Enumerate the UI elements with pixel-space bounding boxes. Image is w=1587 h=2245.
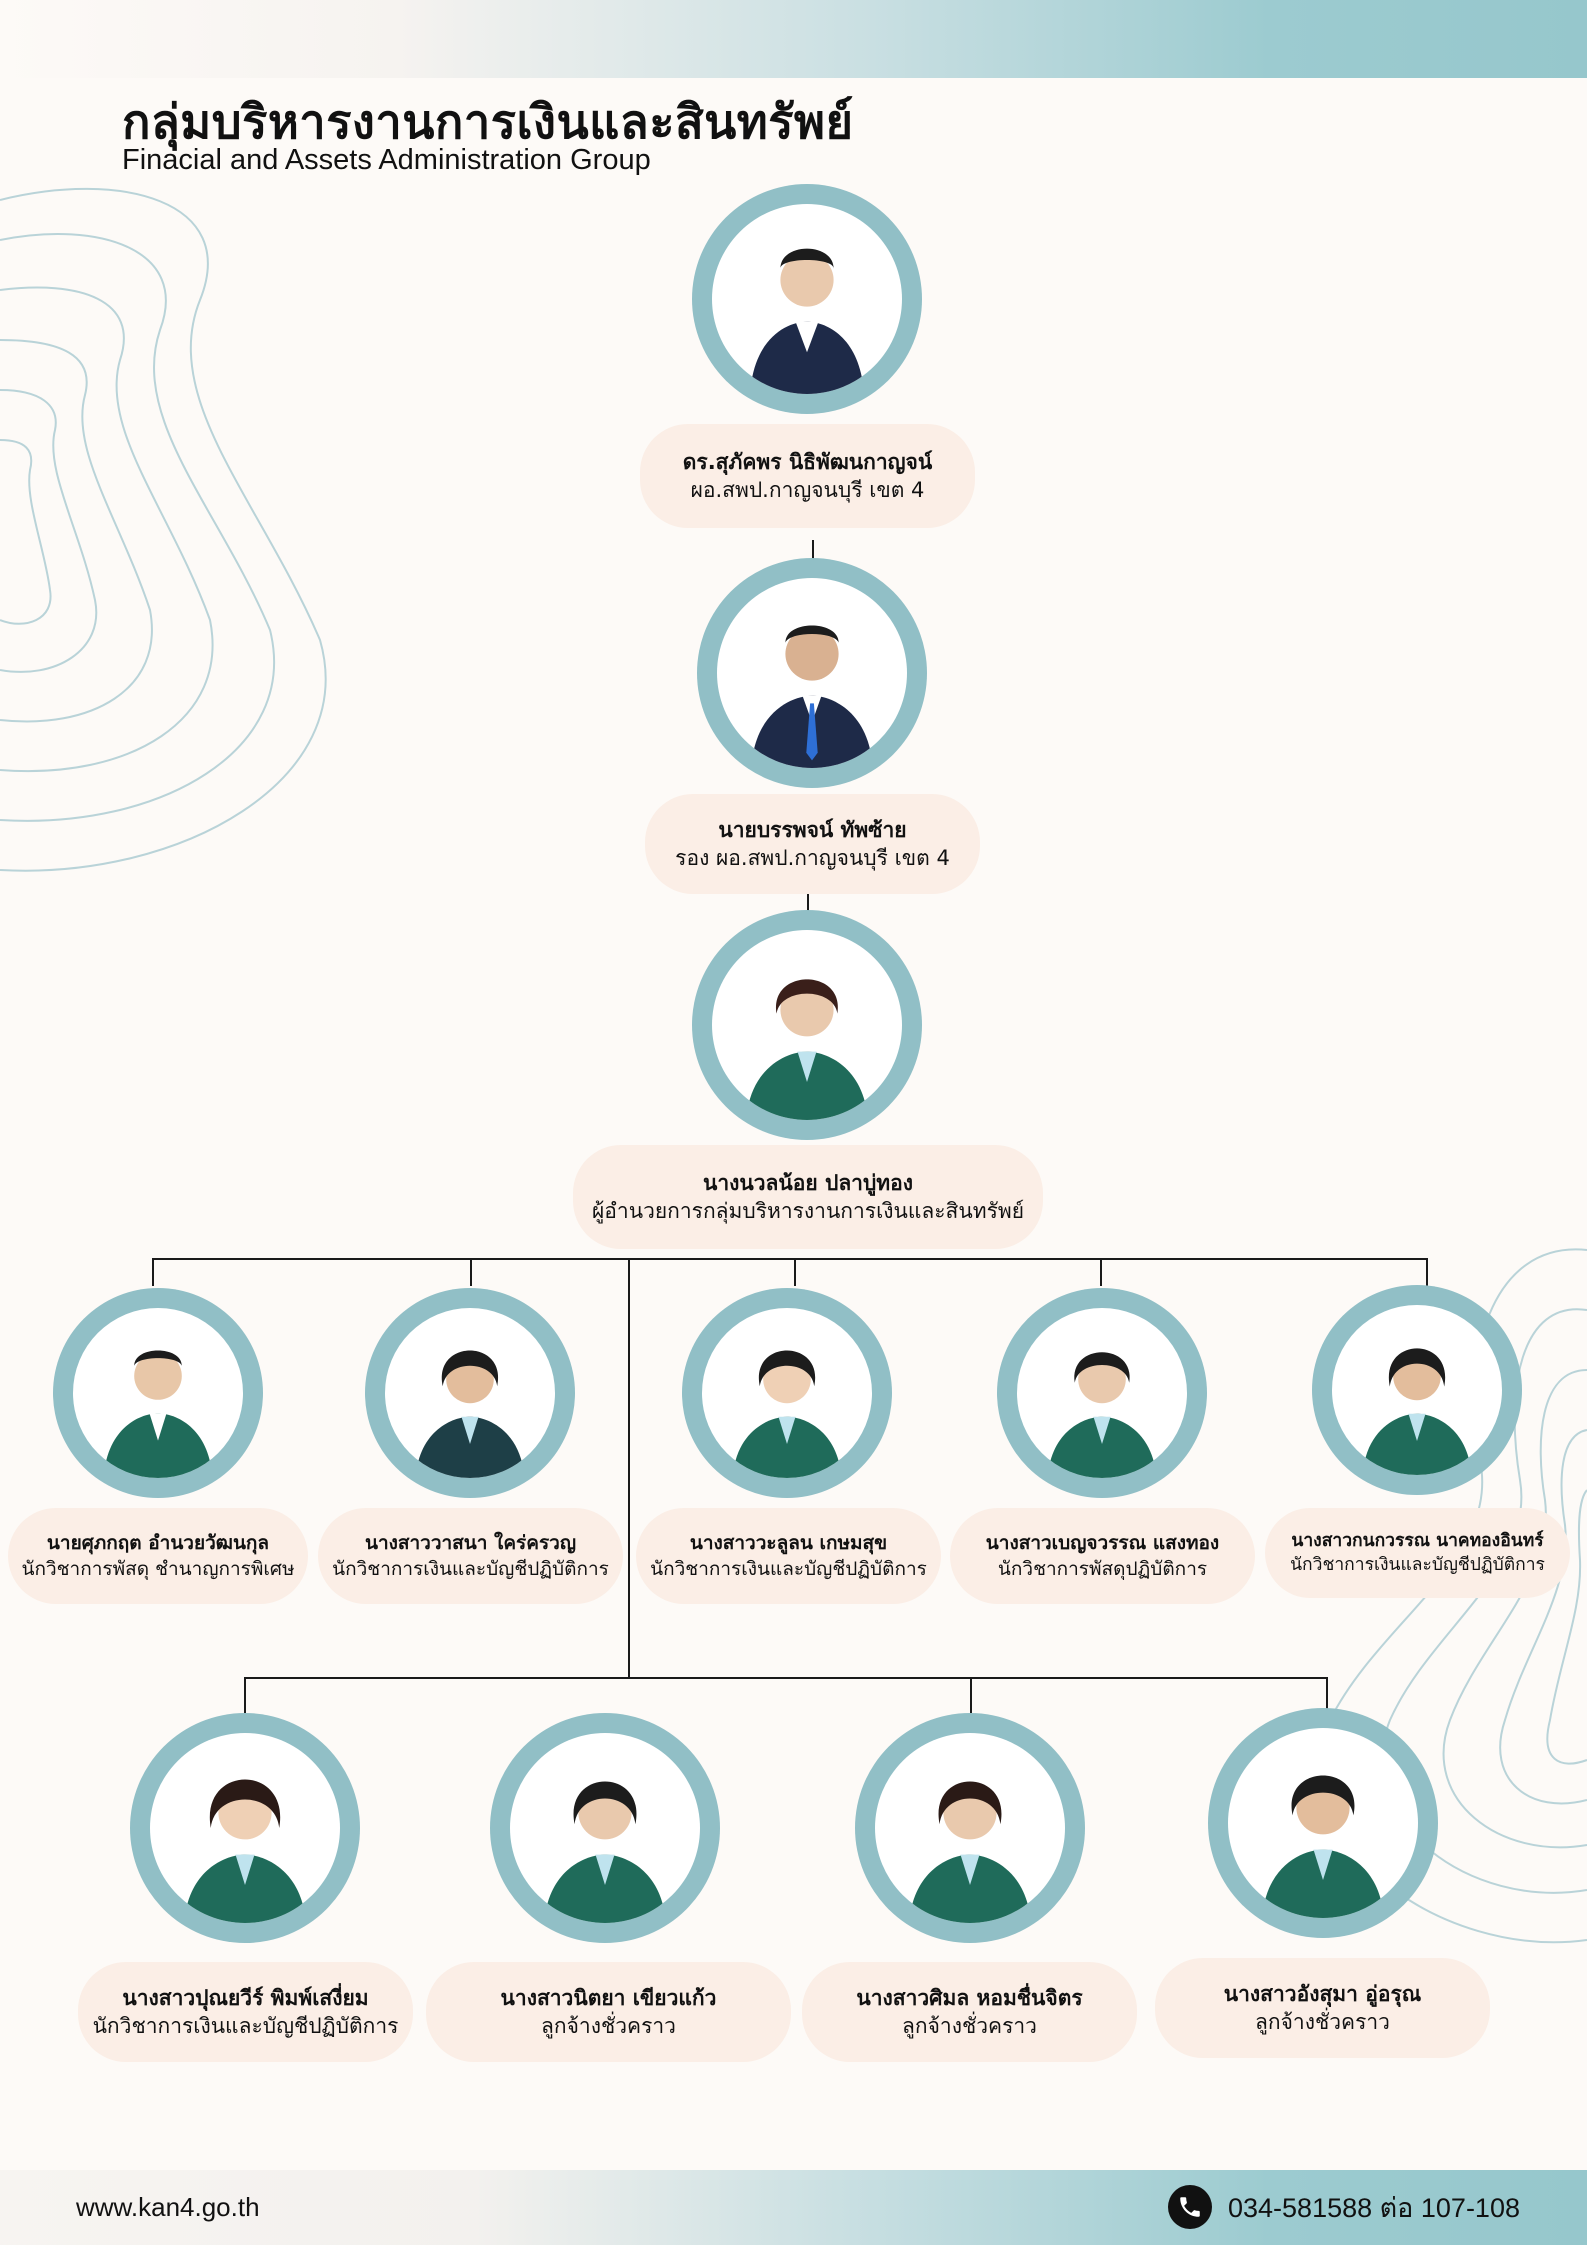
person-role: นักวิชาการเงินและบัญชีปฏิบัติการ — [92, 2014, 399, 2038]
avatar — [1312, 1285, 1522, 1495]
person-role: นักวิชาการพัสดุปฏิบัติการ — [997, 1558, 1208, 1580]
person-role: ลูกจ้างชั่วคราว — [541, 2014, 676, 2038]
connector-line — [812, 540, 814, 560]
footer-band — [0, 2170, 1587, 2245]
person-name: นางสาวเบญจวรรณ แสงทอง — [985, 1532, 1220, 1554]
avatar — [692, 184, 922, 414]
person-name: นางสาววาสนา ใคร่ครวญ — [364, 1532, 577, 1554]
person-role: ลูกจ้างชั่วคราว — [1255, 2010, 1390, 2034]
person-card: นางสาวนิตยา เขียวแก้ว ลูกจ้างชั่วคราว — [426, 1962, 791, 2062]
avatar — [682, 1288, 892, 1498]
person-card: นางสาววาสนา ใคร่ครวญ นักวิชาการเงินและบั… — [318, 1508, 623, 1604]
person-card: นายบรรพจน์ ทัพซ้าย รอง ผอ.สพป.กาญจนบุรี … — [645, 794, 980, 894]
avatar — [697, 558, 927, 788]
person-role: ผอ.สพป.กาญจนบุรี เขต 4 — [690, 478, 925, 502]
avatar — [365, 1288, 575, 1498]
avatar — [53, 1288, 263, 1498]
person-name: นางสาวกนกวรรณ นาคทองอินทร์ — [1291, 1531, 1544, 1551]
person-role: นักวิชาการเงินและบัญชีปฏิบัติการ — [332, 1558, 609, 1580]
person-card: นางสาวศิมล หอมชื่นจิตร ลูกจ้างชั่วคราว — [802, 1962, 1137, 2062]
connector-line — [470, 1258, 472, 1286]
person-card: นางสาวปุณยวีร์ พิมพ์เสงี่ยม นักวิชาการเง… — [78, 1962, 413, 2062]
person-name: ดร.สุภัคพร นิธิพัฒนกาญจน์ — [682, 450, 933, 474]
avatar — [692, 910, 922, 1140]
person-role: นักวิชาการพัสดุ ชำนาญการพิเศษ — [21, 1558, 295, 1580]
person-name: นางสาวศิมล หอมชื่นจิตร — [856, 1986, 1083, 2010]
connector-line — [1100, 1258, 1102, 1286]
page-subtitle: Finacial and Assets Administration Group — [122, 144, 651, 176]
connector-line — [628, 1258, 630, 1678]
phone-contact[interactable]: 034-581588 ต่อ 107-108 — [1168, 2185, 1520, 2229]
person-card: นางสาวอังสุมา อู่อรุณ ลูกจ้างชั่วคราว — [1155, 1958, 1490, 2058]
connector-line — [1426, 1258, 1428, 1286]
website-link[interactable]: www.kan4.go.th — [76, 2192, 260, 2222]
header-band — [0, 0, 1587, 78]
connector-line — [970, 1677, 972, 1713]
connector-line — [794, 1258, 796, 1286]
avatar — [1208, 1708, 1438, 1938]
person-name: นางสาวปุณยวีร์ พิมพ์เสงี่ยม — [122, 1986, 369, 2010]
person-role: ลูกจ้างชั่วคราว — [902, 2014, 1037, 2038]
connector-line — [244, 1677, 246, 1713]
person-role: รอง ผอ.สพป.กาญจนบุรี เขต 4 — [675, 846, 950, 870]
person-name: นายศุภกฤต อำนวยวัฒนกุล — [46, 1532, 270, 1554]
person-name: นางสาววะลูลน เกษมสุข — [689, 1532, 888, 1554]
connector-line — [152, 1258, 1427, 1260]
person-card: นางนวลน้อย ปลาบู่ทอง ผู้อำนวยการกลุ่มบริ… — [573, 1145, 1043, 1249]
person-card: นางสาววะลูลน เกษมสุข นักวิชาการเงินและบั… — [636, 1508, 941, 1604]
connector-line — [244, 1677, 1328, 1679]
avatar — [490, 1713, 720, 1943]
phone-icon — [1168, 2185, 1212, 2229]
connector-line — [1326, 1677, 1328, 1713]
connector-line — [152, 1258, 154, 1286]
avatar — [855, 1713, 1085, 1943]
connector-line — [807, 890, 809, 912]
contour-decoration-left — [0, 187, 327, 872]
avatar — [130, 1713, 360, 1943]
person-role: ผู้อำนวยการกลุ่มบริหารงานการเงินและสินทร… — [592, 1199, 1024, 1223]
person-name: นางนวลน้อย ปลาบู่ทอง — [702, 1171, 914, 1195]
person-role: นักวิชาการเงินและบัญชีปฏิบัติการ — [1290, 1555, 1545, 1575]
page-title: กลุ่มบริหารงานการเงินและสินทรัพย์ — [122, 95, 854, 150]
person-card: ดร.สุภัคพร นิธิพัฒนกาญจน์ ผอ.สพป.กาญจนบุ… — [640, 424, 975, 528]
person-card: นางสาวเบญจวรรณ แสงทอง นักวิชาการพัสดุปฏิ… — [950, 1508, 1255, 1604]
person-card: นายศุภกฤต อำนวยวัฒนกุล นักวิชาการพัสดุ ช… — [8, 1508, 308, 1604]
person-card: นางสาวกนกวรรณ นาคทองอินทร์ นักวิชาการเงิ… — [1265, 1508, 1570, 1598]
person-name: นางสาวนิตยา เขียวแก้ว — [500, 1986, 717, 2010]
phone-number: 034-581588 ต่อ 107-108 — [1228, 2192, 1520, 2223]
person-name: นางสาวอังสุมา อู่อรุณ — [1223, 1982, 1422, 2006]
avatar — [997, 1288, 1207, 1498]
person-role: นักวิชาการเงินและบัญชีปฏิบัติการ — [650, 1558, 927, 1580]
person-name: นายบรรพจน์ ทัพซ้าย — [718, 818, 907, 842]
